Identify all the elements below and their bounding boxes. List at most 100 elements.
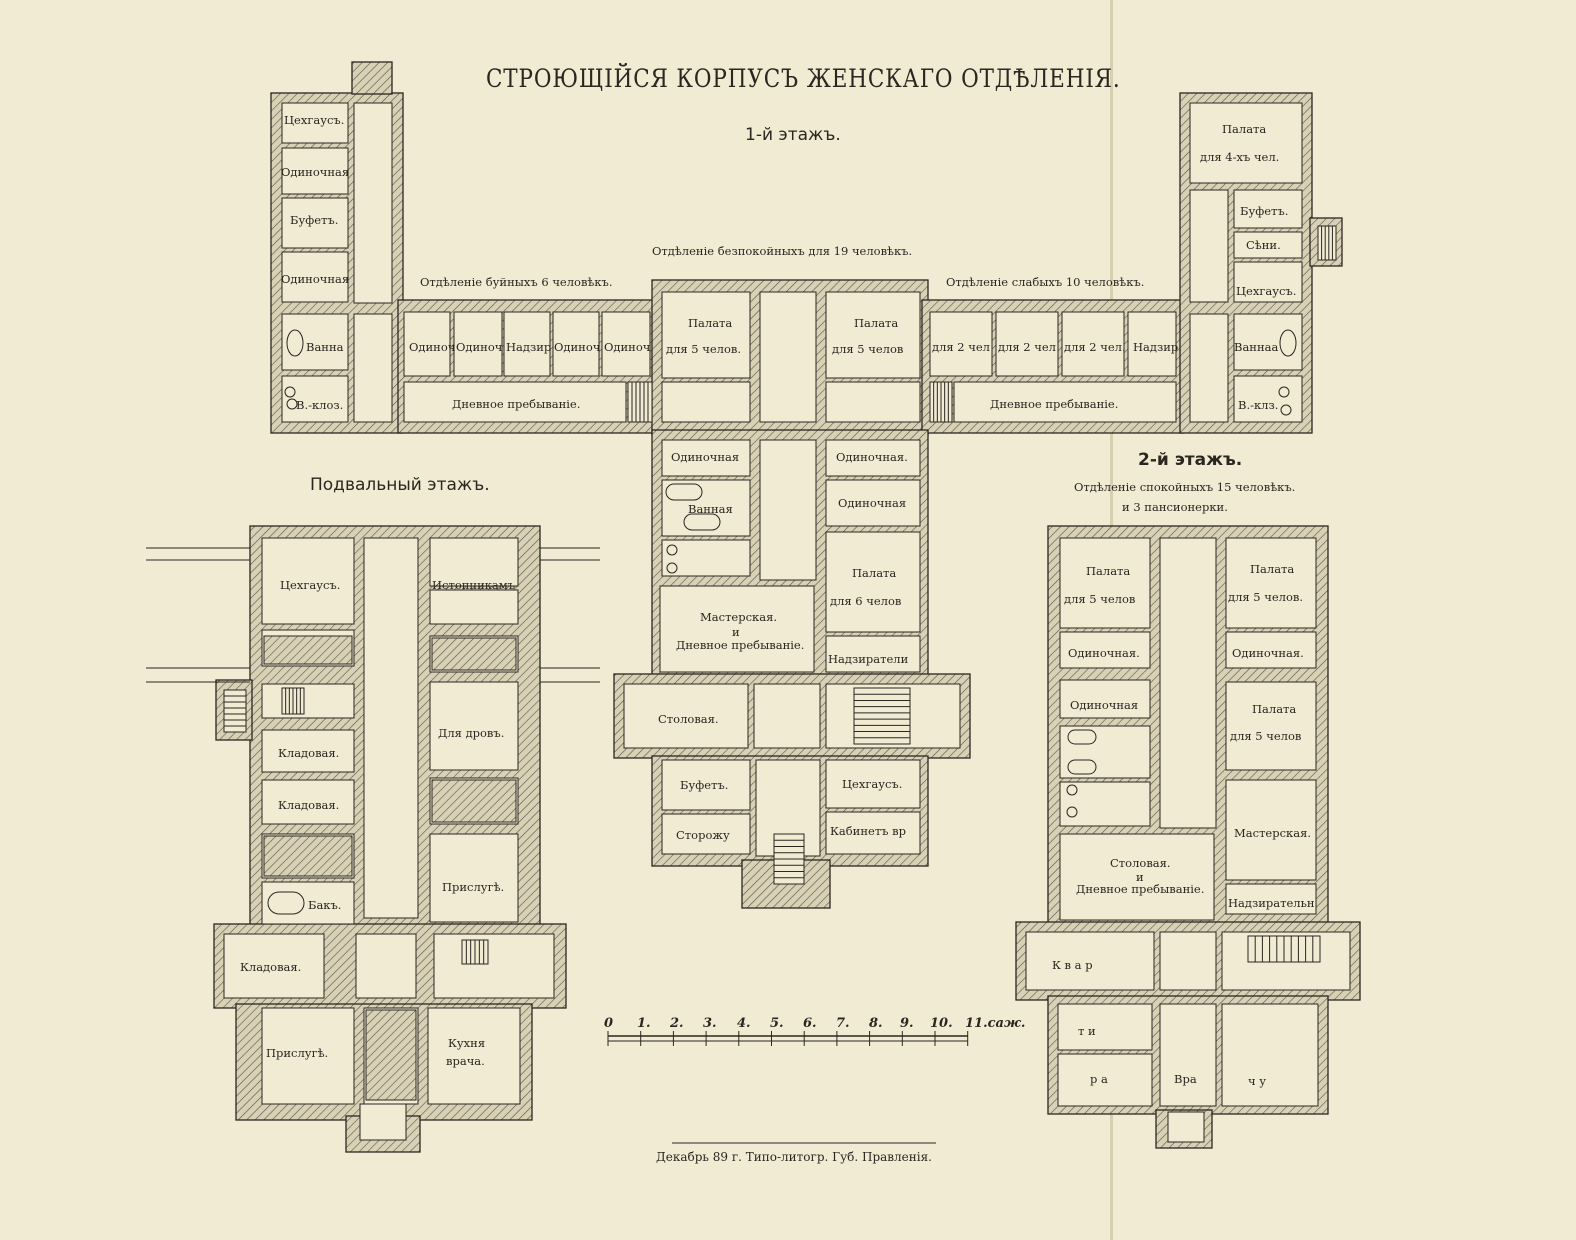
- hatched-area: [365, 1009, 417, 1101]
- room: [1059, 679, 1151, 719]
- room-label: для 5 челов.: [666, 342, 742, 356]
- room: [759, 439, 817, 581]
- room-label: Прислугѣ.: [442, 880, 505, 894]
- room-label: Одиночная: [838, 496, 907, 510]
- room: [552, 311, 600, 377]
- room: [601, 311, 651, 377]
- room-label: Надзир: [506, 340, 552, 354]
- scale-tick-label: 9.: [900, 1016, 914, 1031]
- fixture: [1066, 806, 1078, 818]
- room: [1189, 313, 1229, 423]
- hatched-area: [431, 779, 517, 823]
- room: [1059, 631, 1151, 669]
- room: [363, 537, 419, 919]
- room: [223, 933, 325, 999]
- room: [825, 531, 921, 633]
- room-label: Кладовая.: [278, 798, 340, 812]
- fixture: [286, 398, 298, 410]
- scale-tick-label: 0: [604, 1016, 614, 1031]
- room: [429, 537, 519, 587]
- room: [427, 1007, 521, 1105]
- room-label: Одиноч: [456, 340, 503, 354]
- room-label: Палата: [1252, 702, 1297, 716]
- room-label: для 6 челов: [830, 594, 902, 608]
- room-label: для 2 чел: [932, 340, 990, 354]
- room: [281, 313, 349, 371]
- room: [1059, 725, 1151, 779]
- hatched-area: [263, 835, 353, 877]
- section-calm-2: и 3 пансионерки.: [1122, 500, 1228, 514]
- room: [281, 251, 349, 303]
- scale-tick-label: 7.: [836, 1016, 850, 1031]
- room: [1233, 231, 1303, 259]
- room: [1225, 681, 1317, 771]
- room-label: Надзиратели: [828, 652, 909, 666]
- room: [503, 311, 551, 377]
- room-label: Надзир.: [1133, 340, 1182, 354]
- room-label: Одиноч: [554, 340, 601, 354]
- room: [1225, 883, 1317, 915]
- room-label: Одиночная: [671, 450, 740, 464]
- room-label: Бакъ.: [308, 898, 342, 912]
- bathtub: [1067, 759, 1097, 775]
- room-label: для 4-хъ чел.: [1200, 150, 1280, 164]
- bathtub: [1279, 329, 1297, 357]
- room: [825, 635, 921, 673]
- room: [429, 589, 519, 625]
- room: [623, 683, 749, 749]
- room-label: Палата: [1222, 122, 1267, 136]
- bathtub: [665, 483, 703, 501]
- room-label: Дневное пребываніе.: [990, 397, 1119, 411]
- room-label: Палата: [1086, 564, 1131, 578]
- room-label: Буфетъ.: [680, 778, 729, 792]
- room: [1159, 931, 1217, 991]
- room-label: Цехгаусъ.: [280, 578, 341, 592]
- room: [1025, 931, 1155, 991]
- room: [1057, 1053, 1153, 1107]
- room-label: Дневное пребываніе.: [1076, 882, 1205, 896]
- fixture: [1066, 784, 1078, 796]
- scale-tick-label: 10.: [930, 1016, 953, 1031]
- bathtub: [1067, 729, 1097, 745]
- room: [1127, 311, 1177, 377]
- room-label: Для дровъ.: [438, 726, 505, 740]
- room-label: Кабинетъ вр: [830, 824, 906, 838]
- room: [1167, 1111, 1205, 1143]
- room: [659, 585, 815, 673]
- scale-tick-label: 11.саж.: [965, 1016, 1026, 1031]
- printer-imprint: Декабрь 89 г. Типо-литогр. Губ. Правлені…: [656, 1150, 932, 1164]
- room-label: Столовая.: [658, 712, 719, 726]
- room-label: Одиночная: [281, 272, 350, 286]
- staircase: [1317, 225, 1337, 261]
- room: [1233, 313, 1303, 371]
- room: [261, 881, 355, 925]
- room: [825, 439, 921, 477]
- room: [281, 197, 349, 249]
- room-label: Вра: [1174, 1072, 1197, 1086]
- room: [1159, 537, 1217, 829]
- room: [261, 729, 355, 773]
- room-label: Палата: [688, 316, 733, 330]
- room: [825, 381, 921, 423]
- room-label: Одиноч: [409, 340, 456, 354]
- room: [353, 102, 393, 304]
- room-label: Сторожу: [676, 828, 730, 842]
- room: [995, 311, 1059, 377]
- room: [661, 381, 751, 423]
- room-label: Палата: [1250, 562, 1295, 576]
- room-label: Одиночная.: [836, 450, 908, 464]
- hatched-area: [263, 635, 353, 665]
- hatched-area: [431, 637, 517, 671]
- section-restless: Отдѣленіе безпокойныхъ для 19 человѣкъ.: [652, 244, 913, 258]
- room-label: В.-клоз.: [296, 398, 344, 412]
- bathtub: [286, 329, 304, 357]
- room-label: ч у: [1248, 1074, 1267, 1088]
- room-label: врача.: [446, 1054, 485, 1068]
- room: [825, 479, 921, 527]
- room: [433, 933, 555, 999]
- basement-floor-label: Подвальный этажъ.: [310, 475, 490, 495]
- room: [1059, 833, 1215, 921]
- room: [1159, 1003, 1217, 1107]
- room-label: Мастерская.: [1234, 826, 1311, 840]
- room: [1225, 631, 1317, 669]
